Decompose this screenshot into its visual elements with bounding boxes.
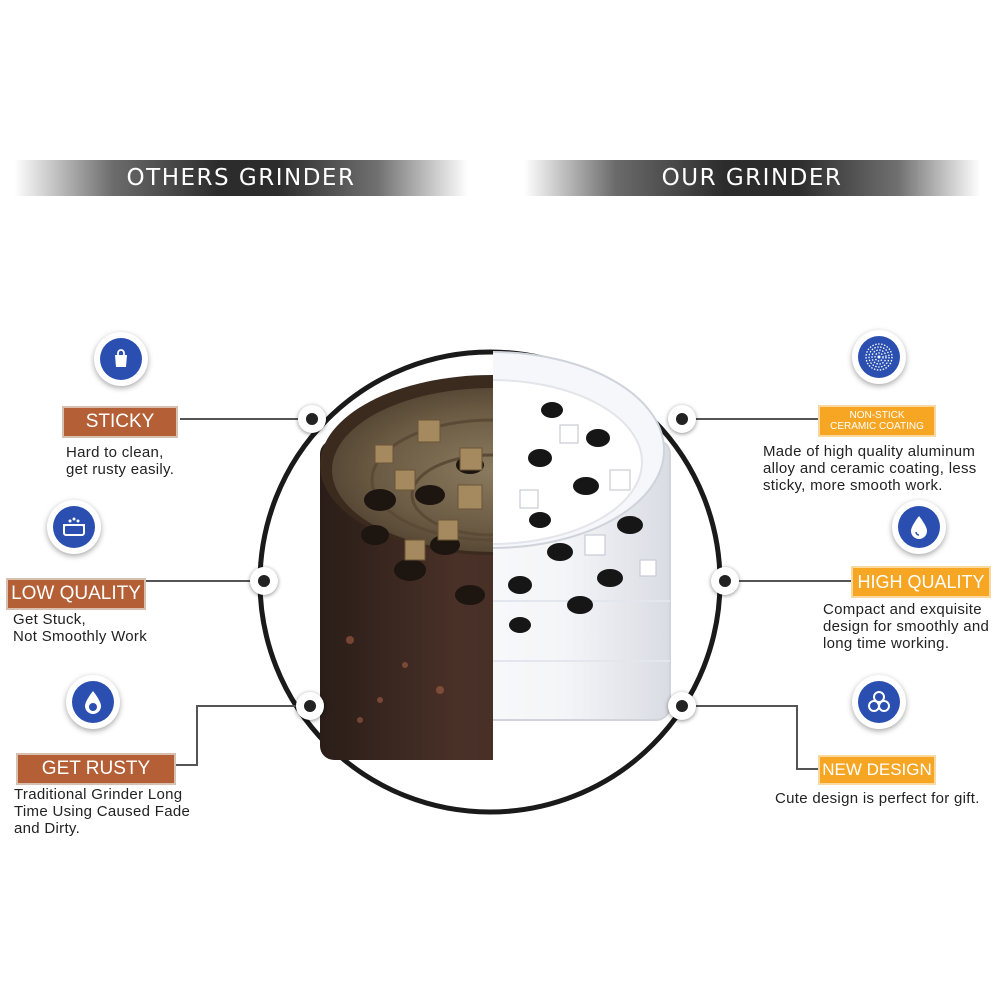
callout-dot bbox=[296, 692, 324, 720]
our-grinder-header: OUR GRINDER bbox=[524, 160, 980, 196]
non-stick-label-line: NON-STICK bbox=[849, 410, 905, 421]
connector-line bbox=[146, 580, 264, 582]
non-stick-description: Made of high quality aluminum alloy and … bbox=[763, 443, 977, 494]
others-grinder-title: OTHERS GRINDER bbox=[126, 165, 356, 191]
desc-line: Hard to clean, bbox=[66, 444, 164, 461]
desc-line: get rusty easily. bbox=[66, 461, 175, 478]
non-stick-label-line: CERAMIC COATING bbox=[830, 421, 924, 432]
desc-line: Not Smoothly Work bbox=[13, 628, 148, 645]
connector-line bbox=[796, 768, 818, 770]
callout-dot bbox=[250, 567, 278, 595]
sticky-tag: STICKY bbox=[62, 406, 178, 438]
get-rusty-description: Traditional Grinder Long Time Using Caus… bbox=[14, 786, 190, 837]
water-drop-icon bbox=[66, 675, 120, 729]
desc-line: design for smoothly and bbox=[823, 618, 990, 635]
connector-line bbox=[682, 418, 818, 420]
non-stick-tag: NON-STICK CERAMIC COATING bbox=[818, 405, 936, 437]
desc-line: Time Using Caused Fade bbox=[14, 803, 191, 820]
connector-line bbox=[796, 705, 798, 769]
shopping-bag-icon bbox=[94, 332, 148, 386]
desc-line: Compact and exquisite bbox=[823, 601, 982, 618]
basket-icon bbox=[47, 500, 101, 554]
desc-line: alloy and ceramic coating, less bbox=[763, 460, 977, 477]
high-quality-tag: HIGH QUALITY bbox=[851, 566, 991, 598]
others-grinder-body bbox=[320, 375, 493, 760]
new-design-tag: NEW DESIGN bbox=[818, 755, 936, 785]
our-grinder-title: OUR GRINDER bbox=[661, 165, 843, 191]
connector-line bbox=[723, 580, 851, 582]
droplet-icon bbox=[892, 500, 946, 554]
callout-dot bbox=[668, 692, 696, 720]
callout-dot bbox=[298, 405, 326, 433]
biohazard-icon bbox=[852, 675, 906, 729]
connector-line bbox=[682, 705, 798, 707]
low-quality-tag: LOW QUALITY bbox=[6, 578, 146, 610]
connector-line bbox=[180, 418, 320, 420]
desc-line: Cute design is perfect for gift. bbox=[775, 790, 980, 807]
get-rusty-tag: GET RUSTY bbox=[16, 753, 176, 785]
sticky-label: STICKY bbox=[85, 411, 155, 432]
new-design-description: Cute design is perfect for gift. bbox=[775, 790, 980, 807]
desc-line: long time working. bbox=[823, 635, 950, 652]
desc-line: Get Stuck, bbox=[13, 611, 87, 628]
new-design-label: NEW DESIGN bbox=[822, 760, 932, 779]
sticky-description: Hard to clean, get rusty easily. bbox=[66, 444, 174, 478]
others-grinder-header: OTHERS GRINDER bbox=[14, 160, 468, 196]
connector-line bbox=[196, 705, 308, 707]
high-quality-label: HIGH QUALITY bbox=[857, 571, 985, 592]
callout-dot bbox=[668, 405, 696, 433]
our-grinder-body bbox=[493, 351, 671, 721]
high-quality-description: Compact and exquisite design for smoothl… bbox=[823, 601, 989, 652]
desc-line: and Dirty. bbox=[14, 820, 81, 837]
callout-dot bbox=[711, 567, 739, 595]
desc-line: Traditional Grinder Long bbox=[14, 786, 183, 803]
target-rings-icon bbox=[852, 330, 906, 384]
connector-line bbox=[196, 705, 198, 765]
desc-line: sticky, more smooth work. bbox=[763, 477, 943, 494]
low-quality-description: Get Stuck, Not Smoothly Work bbox=[13, 611, 147, 645]
connector-line bbox=[176, 764, 198, 766]
desc-line: Made of high quality aluminum bbox=[763, 443, 976, 460]
low-quality-label: LOW QUALITY bbox=[11, 583, 141, 604]
get-rusty-label: GET RUSTY bbox=[41, 758, 151, 779]
